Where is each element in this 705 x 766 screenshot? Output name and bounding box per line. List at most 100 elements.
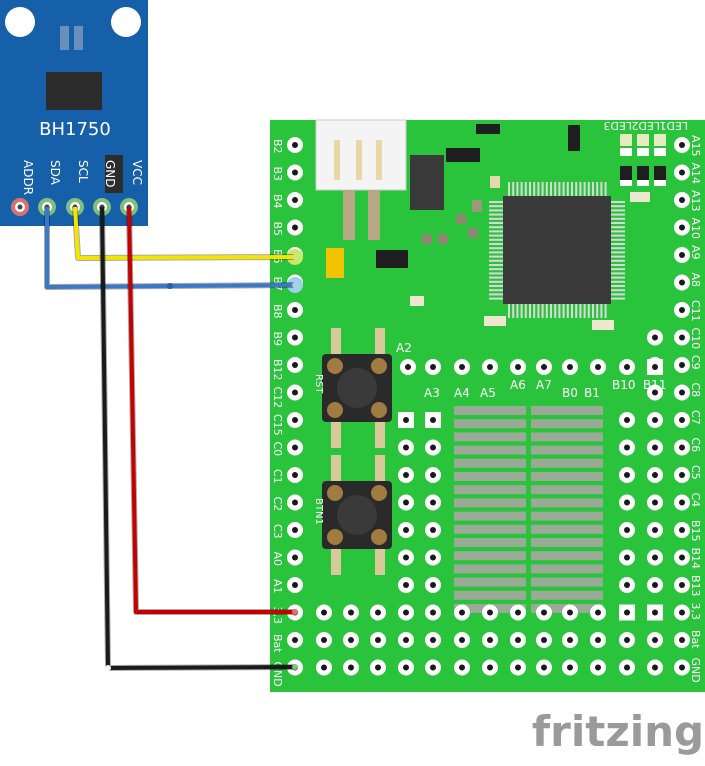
mcu-pin xyxy=(524,304,527,318)
hole-center xyxy=(459,364,465,370)
wire-joint xyxy=(292,254,298,260)
mcu-pin xyxy=(554,304,557,318)
hole-center xyxy=(567,609,573,616)
hole-center xyxy=(403,582,409,588)
proto-strip xyxy=(531,419,603,429)
smd-part xyxy=(630,192,650,202)
mcu-pin xyxy=(512,182,515,196)
hole-center xyxy=(403,499,409,506)
mcu-pin xyxy=(575,182,578,196)
hole-center xyxy=(292,142,298,148)
hole-center xyxy=(679,527,685,533)
hole-center xyxy=(652,444,658,451)
button-screw xyxy=(371,529,387,545)
hole-center xyxy=(624,582,630,588)
mcu-pin xyxy=(516,182,519,196)
mcu-pin xyxy=(508,304,510,318)
right-pin-label: C10 xyxy=(689,328,702,350)
mid-pin-label: A6 xyxy=(510,378,526,392)
mcu-pin xyxy=(533,304,536,318)
led-pad xyxy=(654,148,666,156)
led-resistor-pad xyxy=(620,180,632,186)
hole-center xyxy=(679,362,685,368)
hole-center xyxy=(515,364,521,370)
hole-center xyxy=(652,664,658,671)
hole-center xyxy=(403,609,409,616)
proto-strip xyxy=(454,472,526,481)
connector-pin xyxy=(356,140,362,180)
proto-strip xyxy=(454,485,526,495)
connector-lead xyxy=(368,190,380,240)
hole-center xyxy=(321,664,327,671)
hole-center xyxy=(459,637,465,643)
board-labels: B2B3B4B5B6B7B8B9B12C12C15C0C1C2C3A0A13,3… xyxy=(271,119,702,687)
connector-lead xyxy=(343,190,355,240)
mcu-pin xyxy=(489,205,503,208)
right-pin-label: A9 xyxy=(689,245,702,260)
proto-strip xyxy=(531,538,603,547)
hole-center xyxy=(403,527,409,533)
led-pad xyxy=(620,148,632,156)
mcu-pin xyxy=(611,213,625,216)
mcu-pin xyxy=(611,205,625,208)
right-pin-label: C8 xyxy=(689,383,702,398)
mcu-pin xyxy=(529,304,531,318)
left-pin-label: B3 xyxy=(271,167,284,182)
mcu-pin xyxy=(489,226,503,229)
proto-strip xyxy=(531,590,603,600)
hole-center xyxy=(292,499,298,506)
proto-strip xyxy=(454,445,526,455)
proto-strip xyxy=(454,524,526,534)
hole-center xyxy=(292,444,298,451)
left-pin-label: C3 xyxy=(271,524,284,539)
hole-center xyxy=(541,364,547,370)
hole-center xyxy=(624,417,630,423)
mid-pin-label: A5 xyxy=(480,386,496,400)
hole-center xyxy=(292,169,298,176)
proto-strip xyxy=(454,511,526,521)
hole-center xyxy=(292,389,298,396)
mid-pin-label: A2 xyxy=(396,341,412,355)
hole-center xyxy=(541,637,547,643)
mcu-pin xyxy=(592,304,594,318)
hole-center xyxy=(292,224,298,231)
hole-center xyxy=(652,499,658,506)
mcu-pin xyxy=(600,304,603,318)
smd-part xyxy=(476,124,500,134)
hole-center xyxy=(679,224,685,231)
mcu-pin xyxy=(611,201,625,203)
hole-center xyxy=(292,637,298,643)
proto-strip xyxy=(531,406,603,415)
sensor-window xyxy=(60,26,69,50)
mcu-pin xyxy=(489,293,503,296)
smd-part xyxy=(422,234,432,244)
mcu-pin xyxy=(516,304,519,318)
hole-center xyxy=(321,609,327,616)
sensor-pin-label: GND xyxy=(103,160,117,188)
hole-center xyxy=(348,664,354,671)
right-pin-label: B14 xyxy=(689,548,702,570)
button-screw xyxy=(371,402,387,418)
mcu-pin xyxy=(611,293,625,296)
mcu-pin xyxy=(489,201,503,203)
hole-center xyxy=(679,169,685,176)
mid-pin-label: B0 xyxy=(562,386,578,400)
proto-strip xyxy=(531,458,603,468)
mcu-pin xyxy=(489,209,503,212)
mcu-pin xyxy=(489,251,503,254)
mcu-pin xyxy=(611,234,625,237)
left-pin-label: B2 xyxy=(271,139,284,154)
hole-center xyxy=(679,142,685,148)
mcu-pin xyxy=(508,182,510,196)
mcu-pin xyxy=(562,182,565,196)
mcu-pin xyxy=(571,304,573,318)
hole-center xyxy=(567,664,573,671)
hole-center xyxy=(595,364,601,370)
mcu-pin xyxy=(587,304,590,318)
mcu-pin xyxy=(550,182,552,196)
proto-strip xyxy=(454,551,526,561)
mcu-pin xyxy=(512,304,515,318)
sensor-pin-label: ADDR xyxy=(21,160,35,195)
fritzing-logo: fritzing xyxy=(532,707,704,756)
